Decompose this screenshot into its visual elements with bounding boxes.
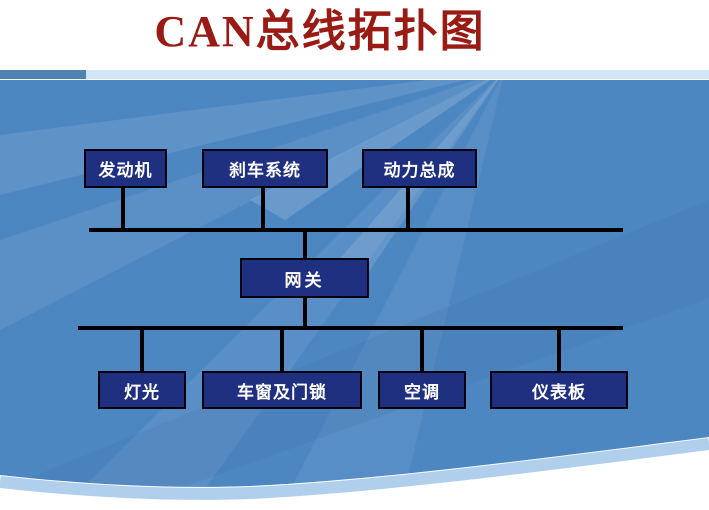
node-windows-door-locks: 车窗及门锁	[202, 371, 362, 409]
node-brake-system: 刹车系统	[202, 149, 328, 188]
node-air-conditioner: 空调	[378, 371, 466, 409]
node-engine: 发动机	[84, 149, 167, 188]
shade-band	[0, 200, 709, 487]
connector-powertrain	[406, 186, 410, 228]
node-dashboard: 仪表板	[490, 371, 628, 409]
connector-lights	[140, 328, 144, 373]
node-powertrain: 动力总成	[362, 149, 477, 188]
connector-engine	[121, 186, 125, 228]
header-band-dark-segment	[0, 70, 86, 79]
can-bus-line-lower	[78, 326, 623, 330]
connector-gateway-lower	[303, 296, 307, 328]
slide-title: CAN总线拓扑图	[154, 7, 486, 56]
can-bus-line-upper	[89, 228, 623, 232]
connector-dashboard	[557, 328, 561, 373]
bottom-rim-curve	[0, 438, 709, 500]
node-gateway: 网关	[240, 258, 369, 298]
connector-gateway-upper	[303, 230, 307, 258]
header-band-light-segment	[86, 70, 709, 79]
connector-brake-system	[261, 186, 265, 228]
connector-windows-door-locks	[280, 328, 284, 373]
connector-air-conditioner	[420, 328, 424, 373]
ray-streak	[0, 80, 505, 330]
node-lights: 灯光	[98, 371, 186, 409]
